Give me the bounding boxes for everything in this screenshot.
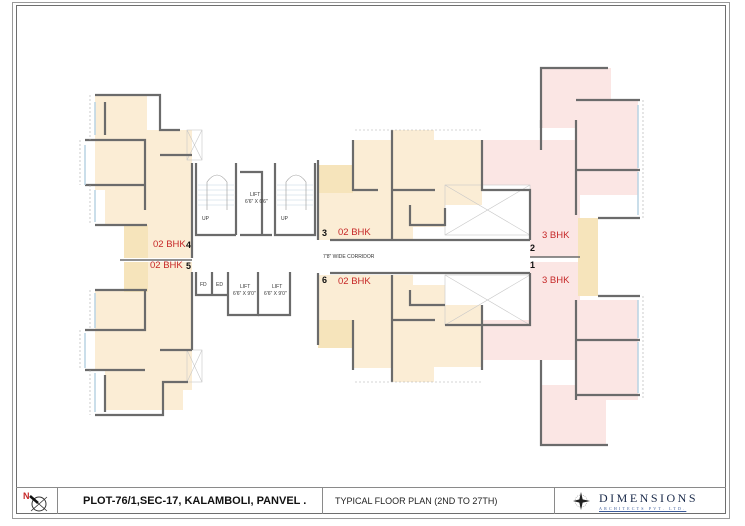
staircase-right: [578, 218, 598, 296]
north-arrow-icon: N: [23, 491, 47, 512]
firm-name: DIMENSIONS: [599, 491, 699, 505]
stair-up-label-1: UP: [202, 216, 210, 222]
firm-logo: DIMENSIONS ARCHITECTS PVT. LTD.: [555, 488, 726, 514]
unit-5-area: [95, 262, 192, 410]
sheet-outer-border: [12, 2, 730, 519]
lift-bottom-1-size: 6'6" X 9'0": [233, 291, 256, 297]
unit-2-number: 2: [530, 243, 535, 253]
unit-3-type-label: 02 BHK: [338, 227, 371, 238]
unit-4-area: [95, 95, 192, 258]
unit-6-number: 6: [322, 275, 327, 285]
unit-3-area: [318, 130, 482, 240]
unit-1-type-label: 3 BHK: [542, 275, 570, 286]
unit-1-area: [483, 262, 638, 445]
svg-text:N: N: [23, 491, 30, 501]
plot-address: PLOT-76/1,SEC-17, KALAMBOLI, PANVEL .: [58, 488, 323, 514]
lift-bottom-2-size: 6'6" X 9'0": [264, 291, 287, 297]
sheet-inner-border: [16, 5, 726, 514]
unit-2-type-label: 3 BHK: [542, 230, 570, 241]
windows: [84, 102, 639, 412]
unit-6-type-label: 02 BHK: [338, 276, 371, 287]
stair-up-label-2: UP: [281, 216, 289, 222]
lift-top-label: LIFT: [250, 192, 260, 198]
compass-logo-icon: [573, 492, 590, 510]
lift-top-size: 6'6" X 6'6": [245, 199, 268, 205]
corridor-label: 7'8" WIDE CORRIDOR: [323, 254, 375, 260]
ed-label: ED: [216, 282, 223, 288]
fd-label: FD: [200, 282, 207, 288]
unit-5-number: 5: [186, 261, 191, 271]
north-cell: N: [16, 488, 58, 514]
stair-core-top: [196, 163, 315, 235]
unit-6-area: [318, 275, 482, 382]
unit-1-number: 1: [530, 260, 535, 270]
walls: [85, 66, 640, 447]
firm-subtitle: ARCHITECTS PVT. LTD.: [599, 506, 687, 511]
unit-2-area: [483, 68, 638, 257]
drawing-title: TYPICAL FLOOR PLAN (2ND TO 27TH): [323, 488, 555, 514]
unit-4-type-label: 02 BHK: [153, 239, 186, 250]
unit-4-number: 4: [186, 240, 191, 250]
lift-bottom-2-label: LIFT: [272, 284, 282, 290]
unit-3-number: 3: [322, 228, 327, 238]
title-block: N PLOT-76/1,SEC-17, KALAMBOLI, PANVEL . …: [16, 487, 726, 514]
unit-5-type-label: 02 BHK: [150, 260, 183, 271]
balcony-outlines: [79, 95, 644, 415]
lift-bottom-1-label: LIFT: [240, 284, 250, 290]
